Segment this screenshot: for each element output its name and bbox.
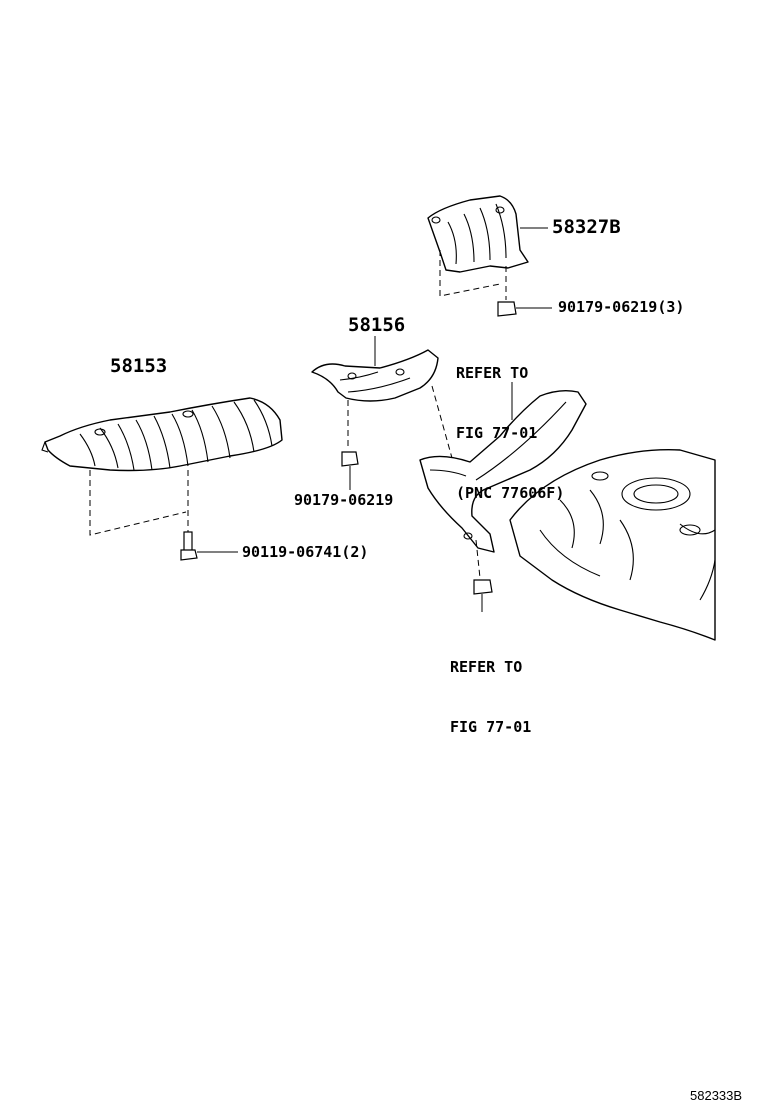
label-58156: 58156 bbox=[348, 314, 406, 336]
nut-90179-06219-3 bbox=[497, 301, 517, 317]
label-58153: 58153 bbox=[110, 355, 168, 377]
figure-code: 582333B bbox=[690, 1088, 743, 1103]
reference-bracket bbox=[419, 389, 587, 553]
ref-lower-line-2: FIG 77-01 bbox=[450, 718, 532, 736]
ref-upper: REFER TO FIG 77-01 (PNC 77606F) bbox=[456, 323, 564, 543]
ref-upper-line-2: FIG 77-01 bbox=[456, 424, 538, 442]
label-58327B: 58327B bbox=[552, 216, 621, 238]
ref-lower: REFER TO FIG 77-01 bbox=[450, 617, 531, 777]
dash-58153-left bbox=[89, 470, 187, 536]
bolt-90119-06741 bbox=[180, 531, 198, 561]
label-nut-rear: 90179-06219(3) bbox=[558, 298, 685, 316]
label-bolt: 90119-06741(2) bbox=[242, 543, 369, 561]
ref-lower-line-1: REFER TO bbox=[450, 658, 523, 676]
nut-lower bbox=[473, 579, 493, 595]
dash-58327B-left bbox=[439, 250, 501, 297]
ref-upper-line-1: REFER TO bbox=[456, 364, 529, 382]
dash-bracket-nut bbox=[475, 539, 481, 579]
nut-90179-06219 bbox=[341, 451, 359, 467]
fuel-tank bbox=[509, 449, 716, 641]
heat-insulator-58327B bbox=[427, 195, 529, 273]
heat-insulator-58156 bbox=[311, 349, 439, 402]
label-nut-center: 90179-06219 bbox=[294, 491, 394, 509]
heat-insulator-58153 bbox=[41, 397, 283, 472]
ref-upper-line-3: (PNC 77606F) bbox=[456, 484, 565, 502]
